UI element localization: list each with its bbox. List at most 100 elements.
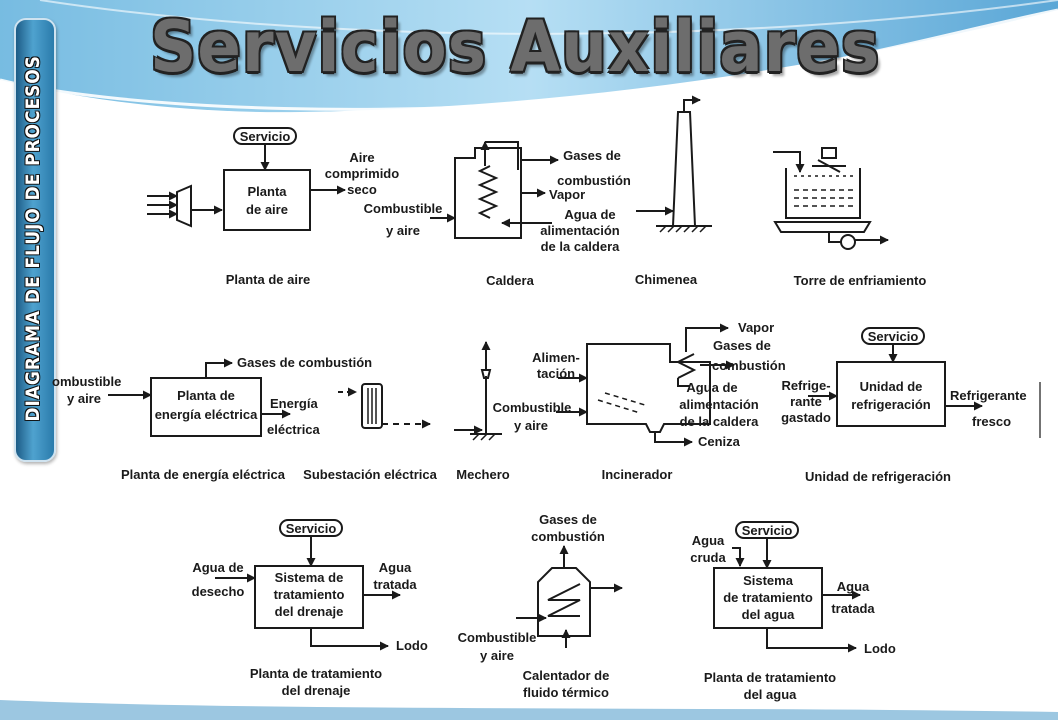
svg-text:Vapor: Vapor: [549, 187, 585, 202]
svg-text:Energía: Energía: [270, 396, 318, 411]
caption: Planta de aire: [226, 272, 311, 287]
boiler-body: [454, 147, 522, 239]
unit-incinerador: Alimen- tación Combustible y aire Vapor …: [493, 320, 786, 482]
svg-text:de aire: de aire: [246, 202, 288, 217]
unit-refrigeracion: Servicio Unidad de refrigeración Refrige…: [781, 327, 1041, 484]
svg-text:Planta de: Planta de: [177, 388, 235, 403]
unit-planta-aire: Servicio Planta de aire Aire comprimido …: [147, 127, 399, 287]
fan-motor-icon: [821, 147, 837, 159]
unit-planta-energia: Planta de energía eléctrica ombustible y…: [52, 355, 372, 482]
caption: fluido térmico: [523, 685, 609, 700]
drenaje-box: [254, 565, 364, 629]
caption: Mechero: [456, 467, 510, 482]
tower-body: [785, 168, 861, 219]
svg-text:alimentación: alimentación: [540, 223, 620, 238]
coil-icon: [675, 353, 697, 379]
svg-text:Agua de: Agua de: [686, 380, 737, 395]
svg-text:ombustible: ombustible: [52, 374, 121, 389]
page-title: Servicios Auxiliares: [150, 6, 881, 88]
compressor-icon: [176, 184, 192, 228]
side-tab: [14, 18, 56, 462]
svg-text:Combustible: Combustible: [493, 400, 572, 415]
svg-text:tratada: tratada: [373, 577, 417, 592]
svg-text:y aire: y aire: [480, 648, 514, 663]
svg-text:Planta: Planta: [247, 184, 287, 199]
svg-text:Refrige-: Refrige-: [781, 378, 830, 393]
svg-text:Servicio: Servicio: [742, 523, 793, 538]
svg-text:Combustible: Combustible: [458, 630, 537, 645]
unit-mechero: Mechero: [454, 341, 510, 482]
caption: Caldera: [486, 273, 534, 288]
caption: Planta de tratamiento: [250, 666, 382, 681]
incinerator-body: [586, 343, 711, 433]
coil-icon: [477, 165, 499, 219]
svg-text:comprimido: comprimido: [325, 166, 399, 181]
caption: del drenaje: [282, 683, 351, 698]
svg-text:fresco: fresco: [972, 414, 1011, 429]
svg-text:combustión: combustión: [712, 358, 786, 373]
svg-text:eléctrica: eléctrica: [267, 422, 321, 437]
svg-text:rante: rante: [790, 394, 822, 409]
svg-text:gastado: gastado: [781, 410, 831, 425]
planta-energia-box: [150, 377, 262, 437]
servicio-label: Servicio: [240, 129, 291, 144]
unit-torre: Torre de enfriamiento: [773, 147, 927, 288]
caption: Planta de tratamiento: [704, 670, 836, 685]
unit-caldera: Gases de combustión Vapor Agua de alimen…: [364, 141, 631, 288]
svg-text:Agua: Agua: [837, 579, 870, 594]
svg-text:Lodo: Lodo: [396, 638, 428, 653]
svg-text:Gases de: Gases de: [539, 512, 597, 527]
pump-icon: [840, 234, 856, 250]
caption: Incinerador: [602, 467, 673, 482]
svg-text:y aire: y aire: [386, 223, 420, 238]
svg-text:Agua: Agua: [692, 533, 725, 548]
unit-chimenea: Chimenea: [635, 95, 712, 287]
svg-text:Agua: Agua: [379, 560, 412, 575]
unit-tratamiento-agua: Servicio Sistema de tratamiento del agua…: [690, 521, 896, 702]
svg-text:tratamiento: tratamiento: [274, 587, 345, 602]
caption: Planta de energía eléctrica: [121, 467, 286, 482]
svg-text:y aire: y aire: [67, 391, 101, 406]
svg-text:Ceniza: Ceniza: [698, 434, 741, 449]
svg-text:Gases de: Gases de: [713, 338, 771, 353]
planta-aire-box: [223, 169, 311, 231]
svg-text:de tratamiento: de tratamiento: [723, 590, 813, 605]
svg-text:cruda: cruda: [690, 550, 726, 565]
coil-icon: [547, 583, 581, 617]
svg-text:Sistema: Sistema: [743, 573, 794, 588]
svg-text:seco: seco: [347, 182, 377, 197]
svg-text:de la caldera: de la caldera: [541, 239, 621, 254]
svg-text:Refrigerante: Refrigerante: [950, 388, 1027, 403]
svg-text:Agua de: Agua de: [192, 560, 243, 575]
heater-body: [537, 567, 591, 637]
svg-text:del drenaje: del drenaje: [275, 604, 344, 619]
svg-text:Alimen-: Alimen-: [532, 350, 580, 365]
refrigeracion-box: [836, 361, 946, 427]
unit-tratamiento-drenaje: Servicio Sistema de tratamiento del dren…: [192, 519, 428, 698]
svg-text:Sistema de: Sistema de: [275, 570, 344, 585]
svg-text:Lodo: Lodo: [864, 641, 896, 656]
svg-text:combustión: combustión: [531, 529, 605, 544]
chimney-body: [671, 111, 697, 227]
caption: Subestación eléctrica: [303, 467, 437, 482]
caption: Calentador de: [523, 668, 610, 683]
svg-text:tación: tación: [537, 366, 575, 381]
caption: Chimenea: [635, 272, 698, 287]
unit-calentador: Gases de combustión Combustible y aire C…: [458, 512, 623, 700]
svg-text:Gases de: Gases de: [563, 148, 621, 163]
svg-text:Unidad de: Unidad de: [860, 379, 923, 394]
caption: del agua: [744, 687, 798, 702]
caption: Torre de enfriamiento: [794, 273, 927, 288]
svg-text:y aire: y aire: [514, 418, 548, 433]
svg-text:desecho: desecho: [192, 584, 245, 599]
svg-text:Gases de combustión: Gases de combustión: [237, 355, 372, 370]
agua-box: [713, 567, 823, 629]
svg-text:alimentación: alimentación: [679, 397, 759, 412]
svg-text:de la caldera: de la caldera: [680, 414, 760, 429]
svg-text:del agua: del agua: [742, 607, 796, 622]
svg-text:Agua de: Agua de: [564, 207, 615, 222]
svg-text:energía eléctrica: energía eléctrica: [155, 407, 258, 422]
svg-text:Servicio: Servicio: [868, 329, 919, 344]
